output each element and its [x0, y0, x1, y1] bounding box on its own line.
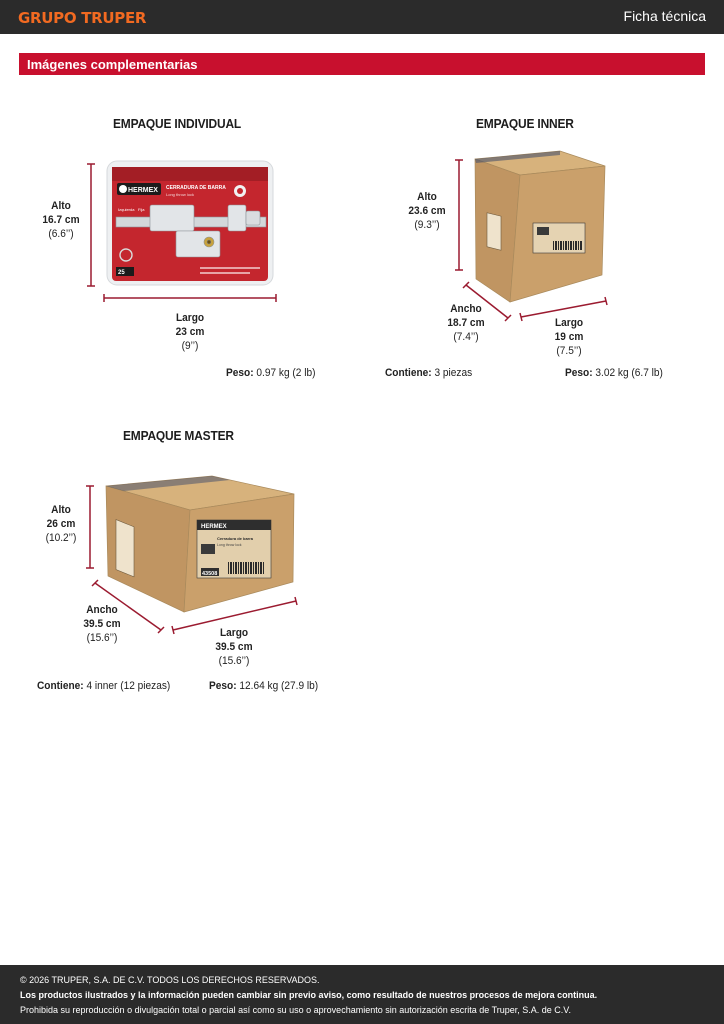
inner-contiene-label: Contiene: — [385, 367, 432, 379]
master-ancho-imperial: (15.6’’) — [86, 632, 118, 644]
master-alto-imperial: (10.2’’) — [45, 532, 77, 544]
page-footer: © 2026 TRUPER, S.A. DE C.V. TODOS LOS DE… — [0, 965, 724, 1024]
master-largo-imperial: (15.6’’) — [218, 655, 250, 667]
master-height-label: Alto 26 cm (10.2’’) — [38, 503, 84, 545]
individual-largo-metric: 23 cm — [175, 326, 205, 338]
footer-prohibition: Prohibida su reproducción o divulgación … — [20, 1005, 571, 1015]
section-header: Imágenes complementarias — [19, 53, 705, 75]
individual-title: EMPAQUE INDIVIDUAL — [113, 116, 242, 131]
individual-height-line — [87, 163, 95, 287]
master-box-image: HERMEX Cerradura de barra Long throw loc… — [86, 475, 298, 635]
master-ancho-label: Ancho — [86, 604, 118, 616]
barrel-lock-product — [115, 204, 267, 258]
inner-largo-imperial: (7.5’’) — [556, 345, 582, 357]
master-weight: Peso: 12.64 kg (27.9 lb) — [209, 680, 318, 692]
master-width-line — [91, 579, 165, 634]
master-largo-label: Largo — [219, 627, 249, 639]
inner-largo-label: Largo — [554, 317, 584, 329]
individual-alto-metric: 16.7 cm — [42, 214, 80, 226]
inner-largo-metric: 19 cm — [554, 331, 584, 343]
individual-largo-label: Largo — [175, 312, 205, 324]
inner-width-label: Ancho 18.7 cm (7.4’’) — [442, 302, 490, 344]
master-ancho-metric: 39.5 cm — [83, 618, 121, 630]
section-title: Imágenes complementarias — [27, 57, 198, 72]
master-box-brand: HERMEX — [201, 524, 227, 530]
footer-notice: Los productos ilustrados y la informació… — [20, 990, 598, 1000]
footer-copyright: © 2026 TRUPER, S.A. DE C.V. TODOS LOS DE… — [20, 975, 320, 985]
inner-title: EMPAQUE INNER — [476, 116, 574, 131]
inner-alto-label: Alto — [417, 191, 437, 203]
individual-tag-2: Fija — [138, 207, 145, 212]
individual-largo-imperial: (9’’) — [181, 340, 199, 352]
master-alto-metric: 26 cm — [46, 518, 76, 530]
individual-length-label: Largo 23 cm (9’’) — [162, 311, 217, 353]
individual-tag-1: Izquierda — [118, 207, 135, 212]
master-contents: Contiene: 4 inner (12 piezas) — [37, 680, 170, 692]
individual-product-sub: Long throw lock — [166, 192, 194, 197]
individual-package-image: HERMEX CERRADURA DE BARRA Long throw loc… — [87, 160, 277, 302]
individual-product-name: CERRADURA DE BARRA — [166, 185, 226, 191]
inner-ancho-metric: 18.7 cm — [447, 317, 485, 329]
document-type: Ficha técnica — [623, 8, 706, 24]
individual-peso-label: Peso: — [226, 367, 254, 379]
inner-peso-value: 3.02 kg (6.7 lb) — [592, 367, 663, 379]
master-contiene-value: 4 inner (12 piezas) — [83, 680, 171, 692]
master-box-product: Cerradura de barra — [217, 536, 254, 541]
inner-contents: Contiene: 3 piezas — [385, 367, 472, 379]
inner-ancho-imperial: (7.4’’) — [453, 331, 479, 343]
inner-height-line — [455, 159, 463, 271]
master-height-line — [86, 485, 94, 569]
inner-width-line — [462, 281, 512, 322]
individual-length-line — [103, 294, 277, 302]
individual-height-label: Alto 16.7 cm (6.6’’) — [38, 199, 84, 241]
inner-length-line — [519, 296, 608, 322]
master-title: EMPAQUE MASTER — [123, 428, 234, 443]
master-largo-metric: 39.5 cm — [215, 641, 253, 653]
master-peso-label: Peso: — [209, 680, 237, 692]
individual-peso-value: 0.97 kg (2 lb) — [253, 367, 316, 379]
top-bar: GRUPO TRUPER Ficha técnica — [0, 0, 724, 34]
individual-years-badge: 25 — [118, 270, 125, 276]
master-box-code: 43508 — [202, 571, 217, 577]
individual-alto-label: Alto — [51, 200, 71, 212]
brand-logo: GRUPO TRUPER — [18, 9, 147, 27]
master-contiene-label: Contiene: — [37, 680, 84, 692]
individual-weight: Peso: 0.97 kg (2 lb) — [226, 367, 315, 379]
individual-brand-text: HERMEX — [128, 187, 158, 194]
inner-alto-imperial: (9.3’’) — [414, 219, 440, 231]
master-width-label: Ancho 39.5 cm (15.6’’) — [78, 603, 126, 645]
individual-alto-imperial: (6.6’’) — [48, 228, 74, 240]
master-length-line — [171, 596, 298, 635]
inner-alto-metric: 23.6 cm — [408, 205, 446, 217]
master-peso-value: 12.64 kg (27.9 lb) — [236, 680, 319, 692]
inner-peso-label: Peso: — [565, 367, 593, 379]
inner-contiene-value: 3 piezas — [431, 367, 473, 379]
master-box-product-sub: Long throw lock — [217, 543, 242, 547]
inner-box-image — [455, 150, 608, 322]
master-alto-label: Alto — [51, 504, 71, 516]
master-length-label: Largo 39.5 cm (15.6’’) — [210, 626, 258, 668]
inner-ancho-label: Ancho — [450, 303, 482, 315]
inner-height-label: Alto 23.6 cm (9.3’’) — [404, 190, 450, 232]
inner-weight: Peso: 3.02 kg (6.7 lb) — [565, 367, 663, 379]
inner-length-label: Largo 19 cm (7.5’’) — [546, 316, 592, 358]
